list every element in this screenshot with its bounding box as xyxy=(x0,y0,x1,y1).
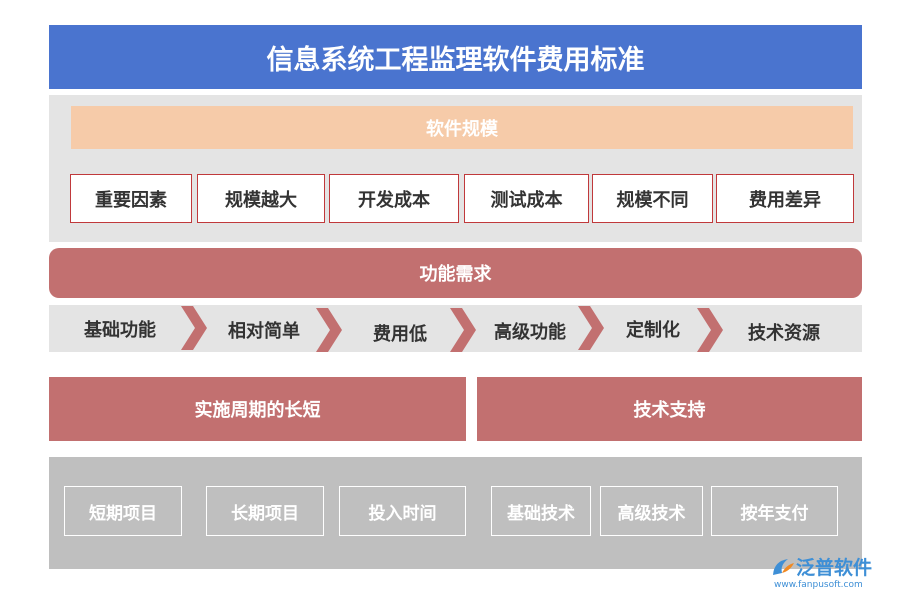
chevron-right-icon xyxy=(578,306,604,350)
scale-item-4: 测试成本 xyxy=(464,174,589,223)
function-step-1: 基础功能 xyxy=(84,320,156,341)
period-item-1: 短期项目 xyxy=(64,486,182,536)
period-item-2: 长期项目 xyxy=(206,486,324,536)
page-title: 信息系统工程监理软件费用标准 xyxy=(49,25,862,89)
brand-logo-icon xyxy=(773,558,794,575)
function-step-4: 高级功能 xyxy=(494,322,566,343)
chevron-right-icon xyxy=(450,308,476,352)
function-step-3: 费用低 xyxy=(373,324,427,345)
scale-item-1: 重要因素 xyxy=(70,174,192,223)
brand-logo: 泛普软件 www.fanpusoft.com xyxy=(770,553,895,595)
implementation-period-header: 实施周期的长短 xyxy=(49,377,466,441)
brand-logo-name: 泛普软件 xyxy=(796,557,873,579)
function-step-2: 相对简单 xyxy=(228,321,300,342)
brand-logo-url: www.fanpusoft.com xyxy=(774,580,863,590)
software-scale-header: 软件规模 xyxy=(71,106,853,149)
function-step-6: 技术资源 xyxy=(748,323,820,344)
chevron-right-icon xyxy=(697,308,723,352)
technical-support-header: 技术支持 xyxy=(477,377,862,441)
bottom-panel xyxy=(49,457,862,569)
function-step-5: 定制化 xyxy=(626,320,680,341)
support-item-1: 基础技术 xyxy=(491,486,591,536)
support-item-3: 按年支付 xyxy=(711,486,838,536)
chevron-right-icon xyxy=(316,308,342,352)
chevron-right-icon xyxy=(181,306,207,350)
support-item-2: 高级技术 xyxy=(600,486,703,536)
scale-item-6: 费用差异 xyxy=(716,174,854,223)
function-requirements-header: 功能需求 xyxy=(49,248,862,298)
scale-item-3: 开发成本 xyxy=(329,174,459,223)
scale-item-5: 规模不同 xyxy=(592,174,713,223)
scale-item-2: 规模越大 xyxy=(197,174,325,223)
period-item-3: 投入时间 xyxy=(339,486,466,536)
